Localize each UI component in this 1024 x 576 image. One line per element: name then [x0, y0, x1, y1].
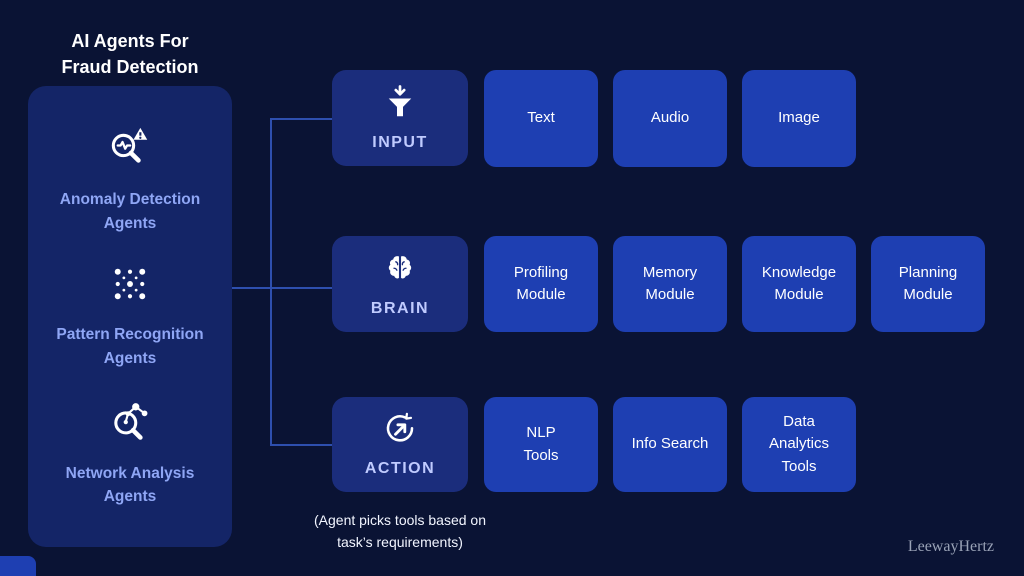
node-input: INPUT [332, 70, 468, 166]
list-item-anomaly-detection: Anomaly Detection Agents [60, 124, 200, 235]
page-title: AI Agents For Fraud Detection [61, 31, 199, 78]
list-item-label: Network Analysis Agents [65, 465, 195, 506]
node-action: ACTION [332, 397, 468, 492]
action-caption: (Agent picks tools based on task’s requi… [314, 512, 486, 551]
list-item-network-analysis: Network Analysis Agents [65, 398, 195, 509]
network-analysis-icon [114, 403, 148, 440]
corner-accent-shape [0, 556, 36, 576]
pattern-recognition-icon [114, 269, 146, 300]
child-box-image: Image [742, 70, 856, 167]
connector-branch-input [270, 118, 332, 120]
child-box-nlp-tools: NLP Tools [484, 397, 598, 492]
child-box-info-search: Info Search [613, 397, 727, 492]
list-item-label: Anomaly Detection Agents [59, 191, 201, 232]
child-box-knowledge-module: Knowledge Module [742, 236, 856, 332]
connector-panel-trunk [232, 287, 270, 289]
agents-panel: Anomaly Detection Agents Pattern Recogni… [28, 86, 232, 547]
list-item-label: Pattern Recognition Agents [56, 326, 204, 367]
brain-icon [388, 255, 412, 278]
child-box-data-analytics-tools: Data Analytics Tools [742, 397, 856, 492]
node-label: ACTION [364, 460, 436, 477]
action-cursor-icon [386, 412, 414, 442]
child-box-text: Text [484, 70, 598, 167]
anomaly-detection-icon [111, 128, 148, 164]
node-brain: BRAIN [332, 236, 468, 332]
list-item-pattern-recognition: Pattern Recognition Agents [56, 263, 204, 370]
connector-trunk-vertical [270, 118, 272, 446]
connector-branch-brain [270, 287, 332, 289]
funnel-input-icon [388, 84, 412, 116]
node-label: BRAIN [370, 299, 430, 317]
child-box-memory-module: Memory Module [613, 236, 727, 332]
child-box-profiling-module: Profiling Module [484, 236, 598, 332]
watermark: LeewayHertz [907, 538, 994, 555]
child-box-audio: Audio [613, 70, 727, 167]
connector-branch-action [270, 444, 332, 446]
child-box-planning-module: Planning Module [871, 236, 985, 332]
node-label: INPUT [372, 133, 428, 151]
